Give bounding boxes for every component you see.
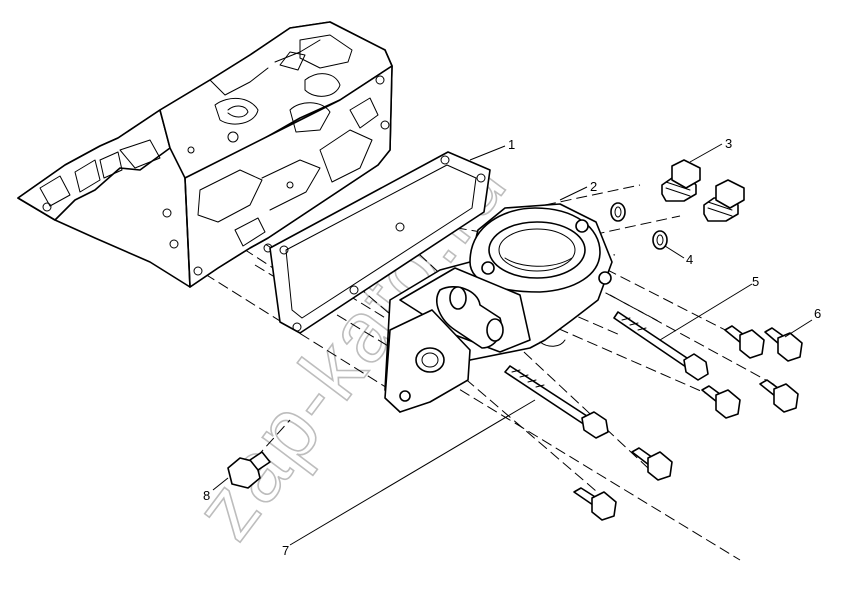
plug-bolts <box>661 159 745 222</box>
bolt-icon <box>764 327 803 362</box>
long-bolt <box>613 311 709 381</box>
drain-plug <box>227 451 271 489</box>
callout-6: 6 <box>814 306 821 321</box>
washer-icon <box>652 230 668 250</box>
callout-8: 8 <box>203 488 210 503</box>
washer-icon <box>610 202 626 222</box>
callouts: 1 2 3 4 5 6 7 8 <box>203 136 821 558</box>
bolts-7 <box>504 365 673 521</box>
callout-4: 4 <box>686 252 693 267</box>
callout-1: 1 <box>508 137 515 152</box>
gasket <box>269 151 491 334</box>
cylinder-head <box>17 21 393 288</box>
leader-lines <box>212 143 813 546</box>
bolt-icon <box>631 447 673 481</box>
bolt-icon <box>573 487 617 521</box>
plug-icon <box>703 179 745 222</box>
bolt-icon <box>759 379 799 413</box>
callout-7: 7 <box>282 543 289 558</box>
bolt-icon <box>724 325 765 359</box>
sealing-washers <box>610 202 668 250</box>
callout-2: 2 <box>590 179 597 194</box>
bolt-icon <box>701 385 741 419</box>
thermostat-housing <box>384 203 613 413</box>
plug-icon <box>661 159 701 202</box>
callout-3: 3 <box>725 136 732 151</box>
callout-5: 5 <box>752 274 759 289</box>
bolt-icon <box>504 365 609 439</box>
flange-bolts <box>701 325 803 419</box>
